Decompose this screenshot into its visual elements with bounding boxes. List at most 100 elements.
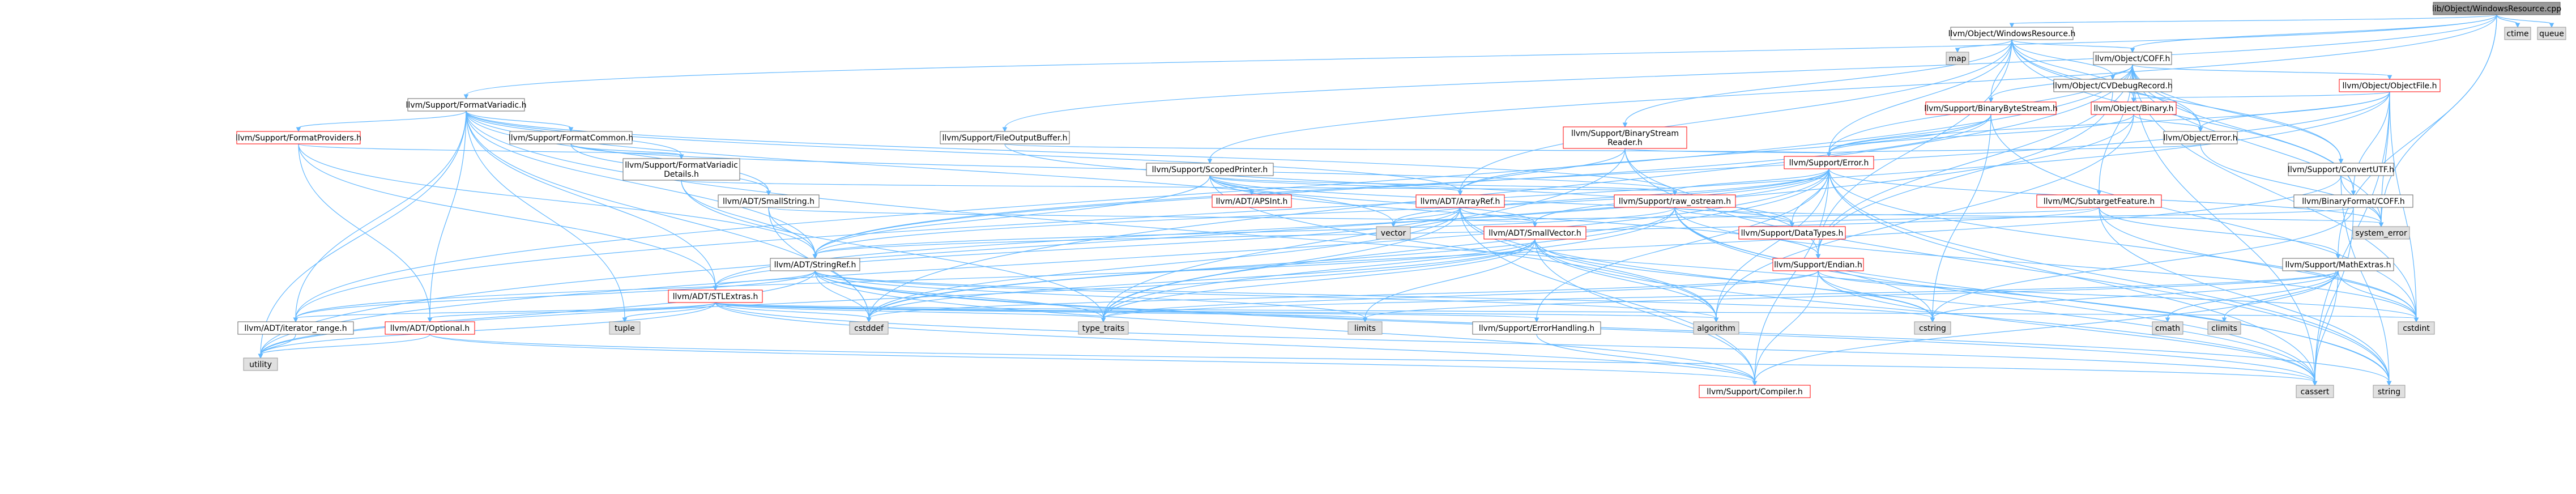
node-binarybytestream[interactable]: llvm/Support/BinaryByteStream.h <box>1924 101 2058 115</box>
node-stlextras[interactable]: llvm/ADT/STLExtras.h <box>668 289 763 303</box>
node-box <box>1699 385 1811 398</box>
node-box <box>509 131 633 144</box>
edge-line <box>868 175 2342 319</box>
edge-line <box>1932 114 1991 319</box>
node-cstddef: cstddef <box>849 321 889 335</box>
edge-root-to-coff_h <box>2130 14 2497 53</box>
node-limits: limits <box>1347 321 1383 335</box>
edge-root-to-scopedprinter <box>1207 14 2497 164</box>
node-label: llvm/Support/Compiler.h <box>1707 387 1803 397</box>
edge-line <box>715 302 2417 319</box>
node-label: llvm/Object/Binary.h <box>2093 104 2173 113</box>
node-smallstring[interactable]: llvm/ADT/SmallString.h <box>718 194 820 208</box>
node-box <box>2207 321 2241 335</box>
node-box <box>2036 194 2162 208</box>
node-stringref[interactable]: llvm/ADT/StringRef.h <box>770 258 860 271</box>
node-box <box>2373 385 2406 398</box>
edge-line <box>715 302 1717 319</box>
node-label: llvm/Support/raw_ostream.h <box>1619 197 1731 206</box>
node-formatproviders[interactable]: llvm/Support/FormatProviders.h <box>236 131 361 144</box>
node-objectfile[interactable]: llvm/Object/ObjectFile.h <box>2339 79 2441 92</box>
edge-line <box>1818 91 2113 255</box>
node-compiler[interactable]: llvm/Support/Compiler.h <box>1699 385 1811 398</box>
edge-line <box>1209 175 1461 192</box>
edge-arrowhead <box>2378 222 2384 228</box>
edge-line <box>466 110 869 319</box>
edge-line <box>295 239 1536 319</box>
node-binaryformat_coff[interactable]: llvm/BinaryFormat/COFF.h <box>2293 194 2413 208</box>
node-box <box>770 258 860 271</box>
node-raw_ostream[interactable]: llvm/Support/raw_ostream.h <box>1614 194 1736 208</box>
node-label: llvm/Object/ObjectFile.h <box>2342 82 2437 91</box>
edge-formatvariadicdetails-to-raw_ostream <box>681 180 1678 196</box>
edge-wr_h-to-map <box>1955 39 2012 53</box>
node-root[interactable]: lib/Object/WindowsResource.cpp <box>2432 2 2561 15</box>
edge-arrowhead <box>1207 159 1213 164</box>
node-formatcommon[interactable]: llvm/Support/FormatCommon.h <box>509 131 633 144</box>
edge-line <box>1103 207 1461 319</box>
node-support_error[interactable]: llvm/Support/Error.h <box>1784 156 1874 169</box>
node-arrayref[interactable]: llvm/ADT/ArrayRef.h <box>1415 194 1505 208</box>
edge-arrowhead <box>258 354 263 359</box>
node-type_traits: type_traits <box>1078 321 1129 335</box>
node-box <box>1212 194 1292 208</box>
node-box <box>2537 27 2566 40</box>
node-formatvariadic[interactable]: llvm/Support/FormatVariadic.h <box>406 98 527 112</box>
edge-line <box>868 207 1675 319</box>
edge-optional-to-utility <box>258 334 430 359</box>
edge-line <box>570 143 1675 192</box>
node-label: utility <box>249 360 272 369</box>
edge-formatvariadic-to-formatproviders <box>296 110 467 133</box>
edge-line <box>1990 114 2417 319</box>
edge-line <box>1828 39 2012 154</box>
node-datatypes[interactable]: llvm/Support/DataTypes.h <box>1738 226 1846 240</box>
node-apsint[interactable]: llvm/ADT/APSInt.h <box>1212 194 1292 208</box>
node-fileoutputbuffer[interactable]: llvm/Support/FileOutputBuffer.h <box>940 131 1070 144</box>
node-label: string <box>2378 387 2400 397</box>
node-wr_h[interactable]: llvm/Object/WindowsResource.h <box>1948 27 2076 40</box>
node-convertutf[interactable]: llvm/Support/ConvertUTF.h <box>2288 163 2394 176</box>
edge-line <box>1828 168 2390 382</box>
edge-line <box>1674 207 2417 319</box>
node-utility: utility <box>243 357 278 371</box>
node-iterator_range[interactable]: llvm/ADT/iterator_range.h <box>237 321 354 335</box>
node-box <box>2091 101 2177 115</box>
node-endian[interactable]: llvm/Support/Endian.h <box>1772 258 1864 271</box>
node-label: llvm/Support/FileOutputBuffer.h <box>942 134 1067 143</box>
node-cstring: cstring <box>1914 321 1951 335</box>
edge-binarybytestream-to-arrayref <box>1457 114 1991 196</box>
node-box <box>2398 321 2435 335</box>
edge-line <box>1828 114 2134 154</box>
edge-arrowhead <box>1955 48 1960 53</box>
edge-line <box>1460 114 1991 192</box>
edge-arrowhead <box>2549 23 2554 28</box>
edge-stlextras-to-optional <box>427 302 716 323</box>
node-errorhandling[interactable]: llvm/Support/ErrorHandling.h <box>1472 321 1601 335</box>
edge-line <box>715 207 1461 287</box>
node-coff_h[interactable]: llvm/Object/COFF.h <box>2093 52 2172 65</box>
edge-line <box>715 302 1366 319</box>
edge-wr_h-to-binary <box>2011 39 2136 103</box>
edge-line <box>466 110 625 319</box>
edge-line <box>1460 207 1755 382</box>
node-label: llvm/ADT/STLExtras.h <box>673 292 758 301</box>
node-object_error[interactable]: llvm/Object/Error.h <box>2163 131 2238 144</box>
node-subtargetfeature[interactable]: llvm/MC/SubtargetFeature.h <box>2036 194 2162 208</box>
edge-line <box>768 207 1536 224</box>
edge-stlextras-to-cstddef <box>715 302 872 323</box>
edge-line <box>260 334 296 355</box>
node-optional[interactable]: llvm/ADT/Optional.h <box>385 321 475 335</box>
node-smallvector[interactable]: llvm/ADT/SmallVector.h <box>1483 226 1586 240</box>
edge-arrowhead <box>568 127 574 133</box>
edge-optional-to-cassert <box>429 334 2318 386</box>
node-mathextras[interactable]: llvm/Support/MathExtras.h <box>2282 258 2394 271</box>
edge-line <box>624 302 716 319</box>
edge-arrowhead <box>1826 152 1832 157</box>
node-box <box>1415 194 1505 208</box>
node-binary[interactable]: llvm/Object/Binary.h <box>2091 101 2177 115</box>
node-cvdebug[interactable]: llvm/Object/CVDebugRecord.h <box>2053 79 2173 92</box>
node-scopedprinter[interactable]: llvm/Support/ScopedPrinter.h <box>1146 163 1274 176</box>
node-cassert: cassert <box>2296 385 2334 398</box>
